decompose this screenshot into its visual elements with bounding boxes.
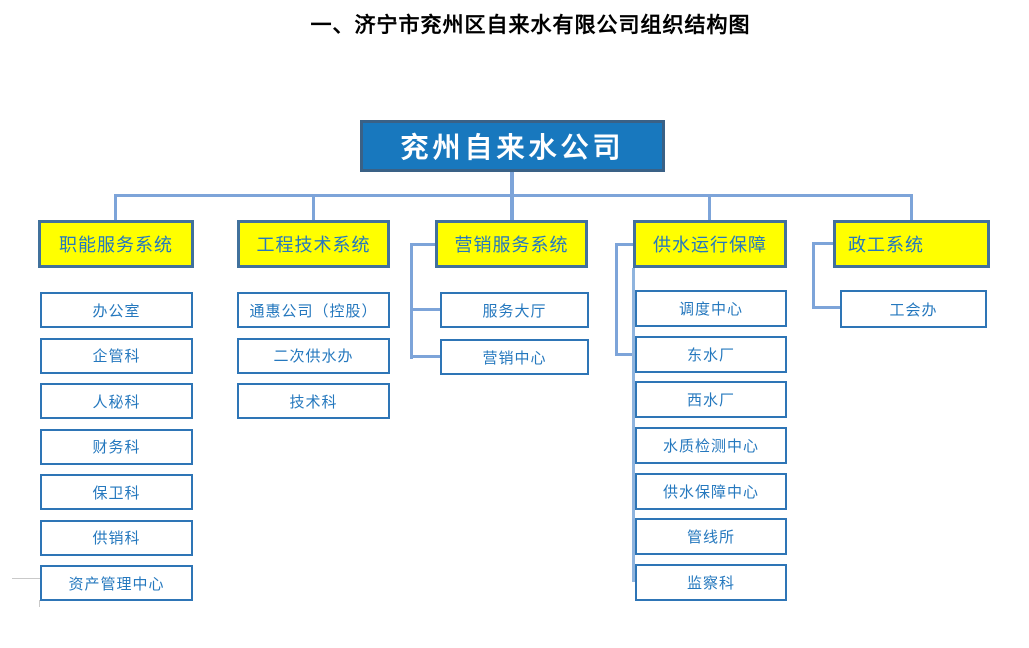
connector-root-trunk [510, 172, 514, 197]
org-node-child: 供水保障中心 [635, 472, 787, 510]
org-node-child: 西水厂 [635, 381, 787, 419]
connector-bracket3-stub-child-1 [410, 308, 443, 311]
org-node-branch-functional-service: 职能服务系统 [38, 220, 194, 268]
branch-children-column-5: 工会办 [840, 290, 987, 328]
org-node-child: 通惠公司（控股） [237, 292, 390, 328]
org-node-child: 人秘科 [40, 383, 193, 419]
connector-drop-branch-1 [114, 194, 117, 221]
org-node-root: 兖州自来水公司 [360, 120, 665, 172]
org-node-branch-marketing-service: 营销服务系统 [435, 220, 588, 268]
connector-bracket4-top-stub [615, 243, 636, 246]
connector-bracket5-bottom-stub [812, 306, 843, 309]
org-node-child: 办公室 [40, 292, 193, 328]
branch-children-column-1: 办公室 企管科 人秘科 财务科 保卫科 供销科 资产管理中心 [40, 292, 193, 601]
org-node-child: 资产管理中心 [40, 565, 193, 601]
org-node-child: 二次供水办 [237, 337, 390, 374]
org-node-branch-engineering-tech: 工程技术系统 [237, 220, 390, 268]
artifact-gray-vertical-tick [39, 600, 40, 607]
connector-bracket4-edge-vertical [632, 268, 635, 582]
org-node-child: 水质检测中心 [635, 427, 787, 465]
org-node-child: 财务科 [40, 428, 193, 465]
org-node-branch-water-supply-ops: 供水运行保障 [633, 220, 787, 268]
org-node-child: 技术科 [237, 383, 390, 419]
connector-bracket5-top-stub [812, 242, 836, 245]
org-node-child: 保卫科 [40, 474, 193, 510]
connector-bracket3-top-stub [410, 243, 438, 246]
connector-bracket4-vertical [615, 243, 618, 356]
org-node-child: 工会办 [840, 290, 987, 328]
org-node-child: 营销中心 [440, 339, 589, 375]
org-node-branch-political-work: 政工系统 [833, 220, 990, 268]
branch-children-column-2: 通惠公司（控股） 二次供水办 技术科 [237, 292, 390, 419]
connector-drop-branch-4 [708, 194, 711, 221]
connector-bracket5-vertical [812, 242, 815, 309]
connector-bracket3-vertical [410, 243, 413, 359]
connector-drop-branch-5 [910, 194, 913, 221]
branch-children-column-4: 调度中心 东水厂 西水厂 水质检测中心 供水保障中心 管线所 监察科 [635, 290, 787, 602]
connector-drop-branch-2 [312, 194, 315, 221]
connector-bracket4-bottom-stub [615, 353, 638, 356]
org-node-child: 调度中心 [635, 290, 787, 327]
org-node-child: 服务大厅 [440, 292, 589, 328]
branch-children-column-3: 服务大厅 营销中心 [440, 292, 589, 375]
artifact-gray-horizontal-line [12, 578, 40, 579]
connector-bracket3-stub-child-2 [410, 355, 443, 358]
connector-drop-branch-3 [510, 194, 514, 221]
org-node-child: 企管科 [40, 337, 193, 374]
org-node-child: 监察科 [635, 564, 787, 602]
org-node-child: 供销科 [40, 519, 193, 556]
org-node-child: 管线所 [635, 518, 787, 556]
org-node-child: 东水厂 [635, 335, 787, 373]
page-title: 一、济宁市兖州区自来水有限公司组织结构图 [310, 14, 751, 37]
